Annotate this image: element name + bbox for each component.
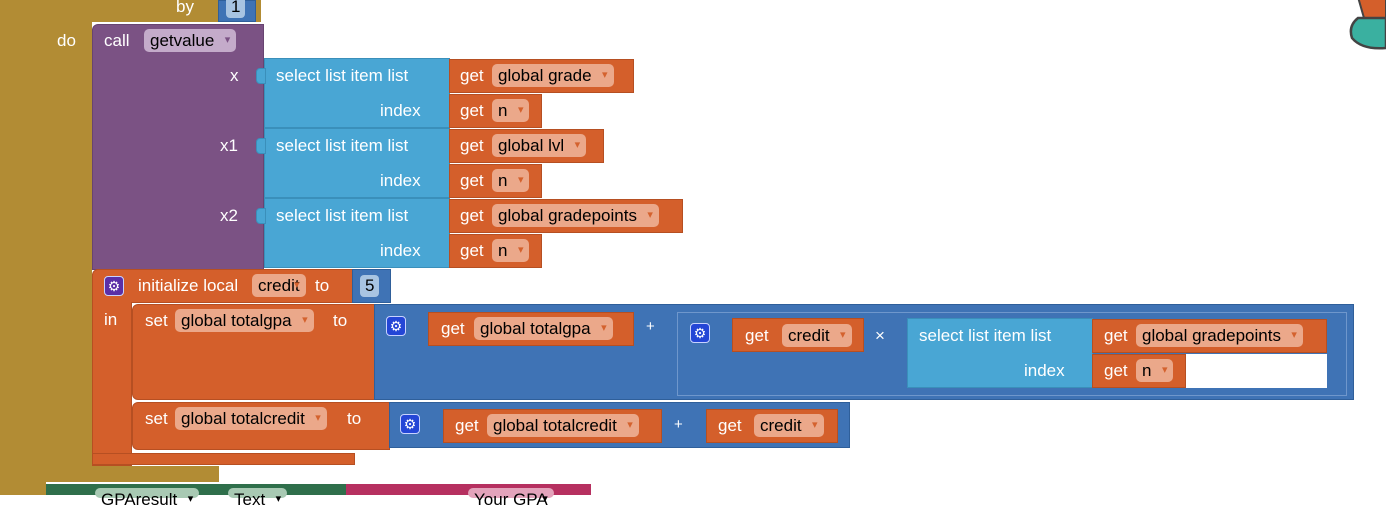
for-range-block[interactable] (0, 0, 46, 495)
local-variable-name[interactable]: credit (252, 274, 306, 297)
to-label: to (315, 276, 330, 295)
variable-dropdown[interactable]: n (1136, 359, 1174, 382)
puzzle-connector (256, 138, 266, 154)
for-range-header (46, 0, 261, 22)
in-label: in (104, 310, 118, 329)
mutator-gear-icon[interactable]: ⚙ (690, 323, 710, 343)
variable-dropdown[interactable]: n (492, 169, 530, 192)
get-label: get (460, 241, 484, 260)
initialize-local-block[interactable] (92, 269, 358, 303)
index-label: index (380, 101, 421, 120)
mutator-gear-icon[interactable]: ⚙ (400, 414, 420, 434)
variable-dropdown[interactable]: global gradepoints (492, 204, 659, 227)
index-label: index (380, 171, 421, 190)
variable-dropdown[interactable]: global gradepoints (1136, 324, 1303, 347)
for-range-footer (46, 466, 219, 482)
select-list-label: select list item list (276, 66, 409, 85)
do-label: do (57, 31, 76, 50)
arg-label-x1: x1 (220, 136, 238, 155)
call-procedure-block[interactable] (92, 24, 264, 270)
select-list-item-block[interactable] (264, 128, 450, 198)
get-label: get (460, 206, 484, 225)
by-value[interactable]: 1 (226, 0, 246, 18)
get-label: get (745, 326, 769, 345)
call-label: call (104, 31, 130, 50)
select-list-item-block[interactable] (264, 198, 450, 268)
select-list-label: select list item list (919, 326, 1052, 345)
get-label: get (460, 101, 484, 120)
set-label: set (145, 311, 168, 330)
empty-slot (1186, 354, 1327, 388)
arg-label-x: x (230, 66, 239, 85)
plus-operator: + (674, 416, 683, 433)
variable-dropdown[interactable]: global totalcredit (487, 414, 639, 437)
get-label: get (1104, 326, 1128, 345)
get-label: get (460, 171, 484, 190)
set-label: set (145, 409, 168, 428)
initialize-local-footer (92, 453, 355, 465)
puzzle-connector (256, 68, 266, 84)
variable-dropdown[interactable]: global grade (492, 64, 614, 87)
multiply-operator: × (875, 326, 885, 345)
variable-dropdown[interactable]: credit (754, 414, 824, 437)
get-label: get (1104, 361, 1128, 380)
select-list-item-block[interactable] (907, 318, 1093, 388)
puzzle-connector (256, 208, 266, 224)
index-label: index (380, 241, 421, 260)
variable-dropdown[interactable]: global totalgpa (175, 309, 314, 332)
in-slot (92, 302, 132, 466)
initialize-local-label: initialize local (138, 276, 239, 295)
number-value[interactable]: 5 (360, 275, 380, 297)
procedure-dropdown[interactable]: getvalue (144, 29, 237, 52)
variable-dropdown[interactable]: global lvl (492, 134, 587, 157)
select-list-label: select list item list (276, 206, 409, 225)
get-label: get (441, 319, 465, 338)
variable-dropdown[interactable]: n (492, 99, 530, 122)
variable-dropdown[interactable]: global totalgpa (474, 317, 613, 340)
text-value[interactable]: Your GPA (468, 488, 554, 511)
plus-operator: + (646, 318, 655, 335)
by-label: by (176, 0, 194, 16)
arg-label-x2: x2 (220, 206, 238, 225)
get-label: get (455, 416, 479, 435)
index-label: index (1024, 361, 1065, 380)
get-label: get (460, 136, 484, 155)
select-list-item-block[interactable] (264, 58, 450, 128)
component-dropdown[interactable]: GPAresult (95, 488, 200, 511)
to-label: to (347, 409, 362, 428)
trash-can-icon[interactable] (1346, 0, 1386, 60)
select-list-label: select list item list (276, 136, 409, 155)
variable-dropdown[interactable]: credit (782, 324, 852, 347)
mutator-gear-icon[interactable]: ⚙ (104, 276, 124, 296)
mutator-gear-icon[interactable]: ⚙ (386, 316, 406, 336)
property-dropdown[interactable]: Text (228, 488, 288, 511)
get-label: get (460, 66, 484, 85)
to-label: to (333, 311, 348, 330)
get-label: get (718, 416, 742, 435)
do-slot (46, 22, 92, 470)
variable-dropdown[interactable]: global totalcredit (175, 407, 327, 430)
variable-dropdown[interactable]: n (492, 239, 530, 262)
